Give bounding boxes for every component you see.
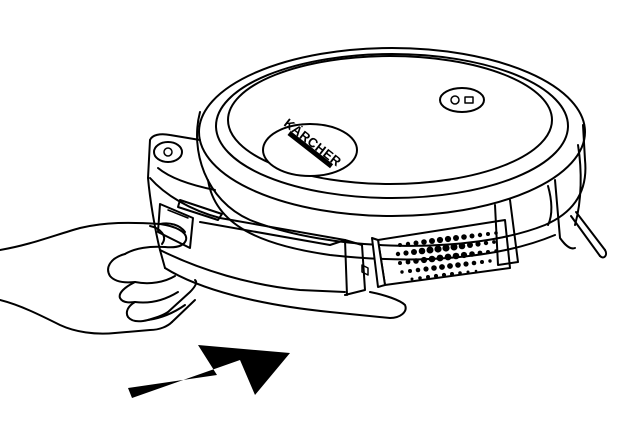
hand-icon xyxy=(0,221,198,335)
robot-vacuum-icon xyxy=(196,47,608,288)
speaker-grille xyxy=(395,231,498,281)
dust-bin-icon xyxy=(147,133,407,319)
side-brush-icon xyxy=(570,211,608,259)
arrow-icon xyxy=(128,345,290,398)
clean-button-icon xyxy=(439,87,485,113)
brand-logo xyxy=(287,131,334,169)
